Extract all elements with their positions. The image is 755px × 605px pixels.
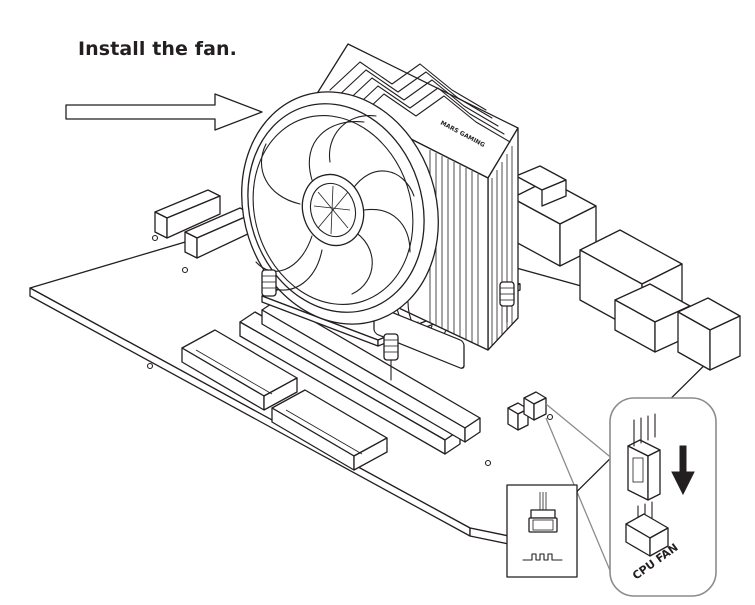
plug-reference-card [506, 484, 578, 578]
top-cover-pattern [329, 61, 511, 143]
rear-io-components [511, 165, 741, 371]
expansion-slots [154, 189, 253, 259]
cpu-fan-header [507, 391, 547, 431]
push-down-arrow-icon [671, 445, 695, 496]
memory-slots [181, 299, 481, 471]
mounting-screws [261, 269, 515, 381]
detail-callout-frame [609, 397, 717, 597]
cpu-cooler: MARS GAMING [241, 43, 521, 381]
cooling-fan [241, 91, 439, 325]
install-direction-arrow-icon [65, 93, 263, 131]
fan-connector-icon [522, 492, 563, 561]
header-pins-icon [625, 501, 669, 557]
instruction-title: Install the fan. [78, 38, 237, 60]
connector-detail-callout: CPU FAN [545, 397, 717, 597]
fan-plug-icon [627, 413, 661, 501]
